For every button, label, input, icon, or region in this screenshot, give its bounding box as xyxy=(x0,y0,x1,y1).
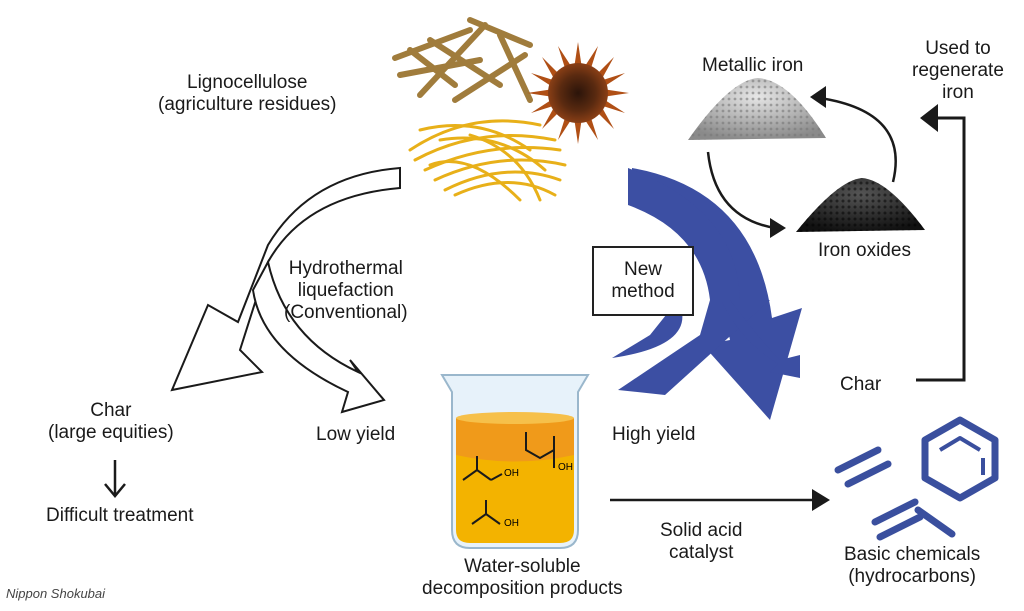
lignocellulose-label: Lignocellulose (agriculture residues) xyxy=(158,72,337,115)
used-to-regenerate-label: Used to regenerate iron xyxy=(912,38,1004,103)
iron-cycle-arrows xyxy=(706,96,897,230)
metallic-iron-label: Metallic iron xyxy=(702,55,804,76)
new-method-box: New method xyxy=(592,246,694,316)
new-method-arrow-main xyxy=(618,168,800,395)
low-yield-label: Low yield xyxy=(316,424,396,445)
arrow-head-to-metal xyxy=(810,86,826,108)
ethylene-icon xyxy=(834,446,892,488)
water-soluble-label: Water-soluble decomposition products xyxy=(422,556,623,599)
basic-chemicals-label: Basic chemicals (hydrocarbons) xyxy=(844,544,981,587)
molecule-oh-label-2: OH xyxy=(504,468,519,479)
to-chemicals-arrow xyxy=(610,489,830,511)
iron-oxides-label: Iron oxides xyxy=(818,240,911,261)
benzene-icon xyxy=(921,416,999,502)
straw-icon xyxy=(392,17,533,103)
difficult-treatment-arrow xyxy=(104,460,126,498)
difficult-treatment-label: Difficult treatment xyxy=(46,505,194,526)
propylene-icon xyxy=(871,498,956,541)
char-left-label: Char (large equities) xyxy=(48,400,174,443)
grass-icon xyxy=(408,119,567,202)
molecule-oh-label-3: OH xyxy=(504,518,519,529)
hydrothermal-label: Hydrothermal liquefaction (Conventional) xyxy=(284,258,408,323)
metallic-iron-pile-icon xyxy=(688,78,826,140)
conventional-arrow xyxy=(170,166,401,414)
credit-label: Nippon Shokubai xyxy=(6,586,106,601)
beaker-icon xyxy=(440,374,590,549)
arrow-head-to-oxides xyxy=(770,218,786,238)
sunflower-icon xyxy=(527,42,629,144)
high-yield-label: High yield xyxy=(612,424,696,445)
solid-acid-label: Solid acid catalyst xyxy=(660,520,743,563)
iron-oxide-pile-icon xyxy=(796,178,925,232)
regenerate-loop-line xyxy=(916,116,966,382)
molecule-structures xyxy=(462,432,555,525)
molecule-oh-label-1: OH xyxy=(558,462,573,473)
char-right-label: Char xyxy=(840,374,882,395)
regenerate-arrow-head xyxy=(920,104,938,132)
